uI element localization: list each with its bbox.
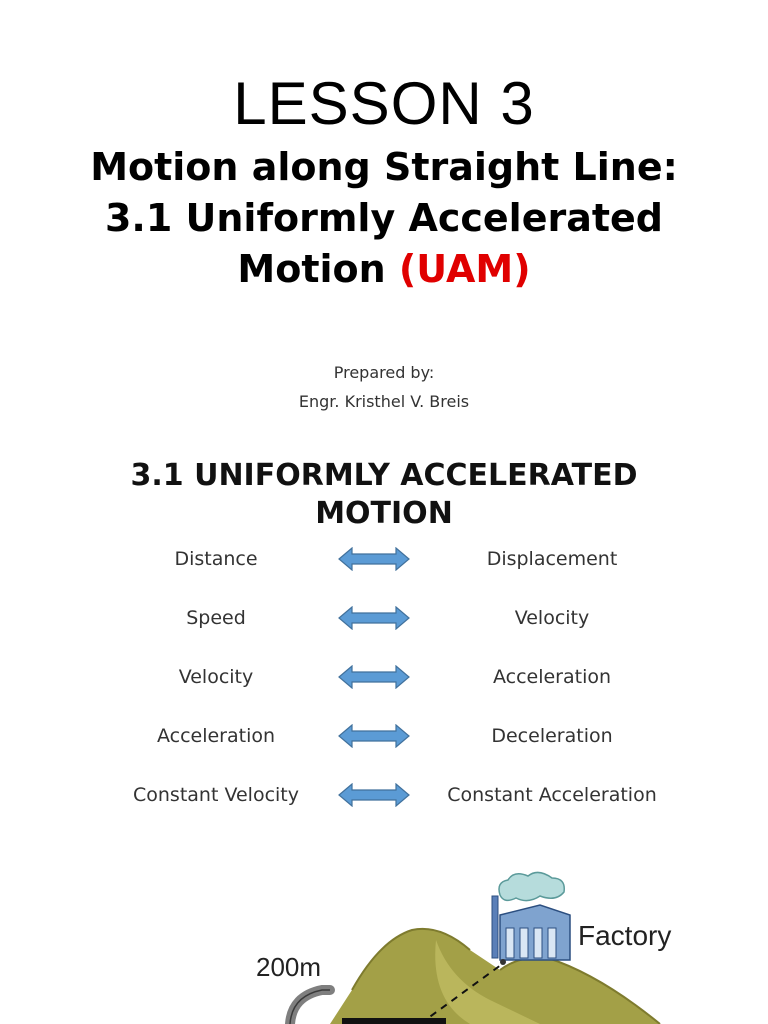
prepared-label: Prepared by: [333, 363, 435, 382]
lesson-title: LESSON 3 [233, 70, 535, 137]
hill-highlight [435, 940, 540, 1024]
subtitle-acronym: (UAM) [398, 247, 531, 291]
double-arrow-icon [338, 724, 410, 748]
title-slide: LESSON 3 Motion along Straight Line: 3.1… [0, 0, 768, 440]
lesson-subtitle: Motion along Straight Line: 3.1 Uniforml… [0, 142, 768, 295]
hill-ridge [499, 956, 661, 1024]
double-arrow-icon [338, 606, 410, 630]
subtitle-line-2: 3.1 Uniformly Accelerated [104, 196, 664, 240]
double-arrow-icon [338, 783, 410, 807]
double-arrow-icon [338, 665, 410, 689]
heading-line-1: 3.1 UNIFORMLY ACCELERATED [130, 458, 638, 493]
distance-label: 200m [256, 952, 322, 982]
subtitle-line-3: Motion (UAM) [0, 244, 768, 295]
term-right-2: Velocity [514, 607, 590, 629]
term-right-4: Deceleration [491, 725, 613, 747]
term-left-3: Velocity [178, 666, 254, 688]
road-curve [285, 985, 335, 1024]
hill-ridge [351, 927, 471, 991]
subtitle-motion: Motion [237, 247, 386, 291]
section-heading: 3.1 UNIFORMLY ACCELERATED MOTION [0, 457, 768, 533]
author-name: Engr. Kristhel V. Breis [298, 392, 470, 411]
prepared-by: Prepared by: Engr. Kristhel V. Breis [0, 358, 768, 416]
road-hill-illustration [285, 871, 661, 1024]
term-left-2: Speed [186, 607, 246, 629]
road-edge [289, 989, 330, 1024]
uam-slide: 3.1 UNIFORMLY ACCELERATED MOTION Distanc… [0, 440, 768, 1024]
heading-line-2: MOTION [315, 496, 453, 531]
hill-shape [330, 928, 660, 1024]
term-right-3: Acceleration [492, 666, 612, 688]
term-left-4: Acceleration [156, 725, 276, 747]
double-arrow-icon [338, 547, 410, 571]
term-left-5: Constant Velocity [133, 784, 299, 806]
factory-label: Factory [578, 920, 672, 951]
term-right-5: Constant Acceleration [447, 784, 657, 806]
term-left-1: Distance [174, 548, 258, 570]
subtitle-line-1: Motion along Straight Line: [90, 145, 678, 189]
term-right-1: Displacement [486, 548, 618, 570]
road-base [342, 1018, 446, 1024]
dashed-path [419, 961, 506, 1024]
factory-icon [491, 871, 571, 965]
